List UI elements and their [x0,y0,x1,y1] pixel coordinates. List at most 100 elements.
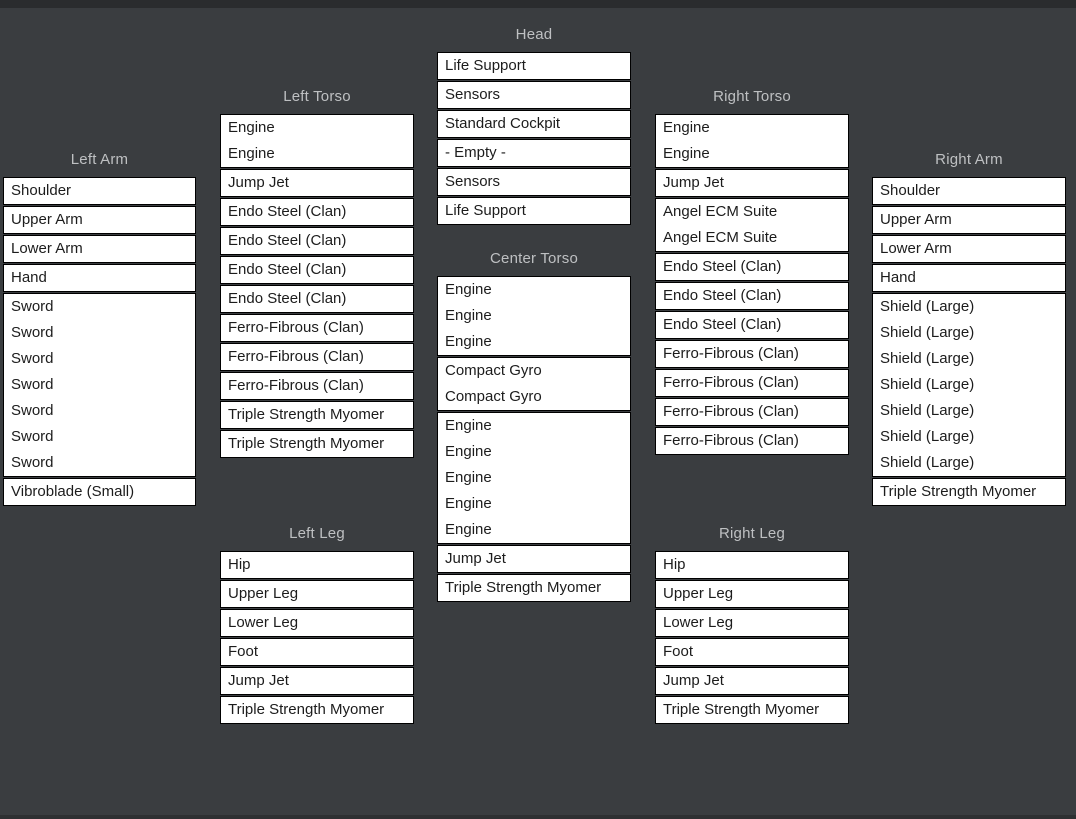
crit-slot[interactable]: Ferro-Fibrous (Clan) [663,374,799,391]
crit-slot[interactable]: Triple Strength Myomer [880,483,1037,500]
crit-slot[interactable]: Triple Strength Myomer [663,701,820,718]
crit-slot[interactable]: Jump Jet [663,174,724,191]
crit-slot[interactable]: Shield (Large) [880,454,975,471]
crit-slot[interactable]: Shield (Large) [880,428,975,445]
crit-slot-group: Shield (Large) Shield (Large) Shield (Larg… [872,293,1066,477]
crit-slot[interactable]: Sword [11,350,54,367]
crit-slot[interactable]: Triple Strength Myomer [228,435,385,452]
crit-slot[interactable]: Engine [445,521,492,538]
crit-slot[interactable]: Jump Jet [663,672,724,689]
crit-slot[interactable]: Foot [228,643,259,660]
crit-slot[interactable]: Engine [445,417,492,434]
crit-slot[interactable]: Engine [663,145,710,162]
crit-slot[interactable]: Triple Strength Myomer [445,579,602,596]
crit-slot[interactable]: Angel ECM Suite [663,229,778,246]
crit-slot[interactable]: Sword [11,428,54,445]
crit-slot[interactable]: Endo Steel (Clan) [228,203,347,220]
crit-slot[interactable]: Lower Arm [880,240,952,257]
crit-slot[interactable]: Vibroblade (Small) [11,483,135,500]
crit-slot[interactable]: Shield (Large) [880,298,975,315]
crit-slot[interactable]: Life Support [445,202,526,219]
crit-slot[interactable]: Engine [445,333,492,350]
crit-slot[interactable]: Hand [11,269,47,286]
crit-slot[interactable]: Shield (Large) [880,350,975,367]
crit-slot[interactable]: Endo Steel (Clan) [228,290,347,307]
crit-slot-group: Endo Steel (Clan) [220,227,414,255]
crit-slot[interactable]: Angel ECM Suite [663,203,778,220]
crit-slot[interactable]: Lower Leg [663,614,734,631]
crit-slot[interactable]: Compact Gyro [445,388,542,405]
crit-slot[interactable]: Endo Steel (Clan) [663,316,782,333]
crit-slot[interactable]: Upper Arm [11,211,83,228]
crit-slot[interactable]: Life Support [445,57,526,74]
crit-slot[interactable]: Shield (Large) [880,376,975,393]
crit-slot-group: Ferro-Fibrous (Clan) [655,369,849,397]
crit-slot[interactable]: Upper Leg [663,585,734,602]
location-label: Left Leg [289,524,345,542]
crit-slot[interactable]: Engine [445,495,492,512]
crit-slot[interactable]: Triple Strength Myomer [228,406,385,423]
crit-slot[interactable]: Ferro-Fibrous (Clan) [663,403,799,420]
crit-slot[interactable]: Upper Leg [228,585,299,602]
crit-slot[interactable]: Sword [11,324,54,341]
crit-slot[interactable]: Engine [445,469,492,486]
crit-slot[interactable]: Ferro-Fibrous (Clan) [663,432,799,449]
crit-slot[interactable]: Foot [663,643,694,660]
crit-slot[interactable]: Endo Steel (Clan) [663,258,782,275]
crit-slot-group: Upper Arm [872,206,1066,234]
crit-slot-group: Sensors [437,81,631,109]
crit-slot-group: Ferro-Fibrous (Clan) [220,314,414,342]
crit-slot[interactable]: Shield (Large) [880,324,975,341]
crit-slot-group: Endo Steel (Clan) [655,311,849,339]
crit-slot[interactable]: Triple Strength Myomer [228,701,385,718]
crit-slot[interactable]: Engine [445,281,492,298]
crit-slot[interactable]: Compact Gyro [445,362,542,379]
crit-slot[interactable]: Engine [228,119,275,136]
crit-slot[interactable]: Shield (Large) [880,402,975,419]
location-label: Head [515,25,553,43]
crit-slot[interactable]: Lower Arm [11,240,83,257]
crit-slot[interactable]: Jump Jet [445,550,506,567]
crit-slot-group: Endo Steel (Clan) [220,285,414,313]
crit-slot[interactable]: Engine [663,119,710,136]
crit-slot[interactable]: Sensors [445,86,501,103]
crit-slot[interactable]: Endo Steel (Clan) [228,232,347,249]
crit-slot[interactable]: Sword [11,402,54,419]
crit-slot[interactable]: Sword [11,454,54,471]
crit-slot[interactable]: Engine [228,145,275,162]
crit-slot[interactable]: Ferro-Fibrous (Clan) [228,319,364,336]
crit-slot[interactable]: Endo Steel (Clan) [228,261,347,278]
crit-slot[interactable]: Endo Steel (Clan) [663,287,782,304]
crit-slot[interactable]: Shoulder [11,182,72,199]
crit-slot[interactable]: Engine [445,307,492,324]
crit-slot[interactable]: Lower Leg [228,614,299,631]
crit-slot[interactable]: Hip [228,556,251,573]
window-bottom-bar [0,815,1076,819]
crit-slot-group: Lower Leg [220,609,414,637]
crit-slot[interactable]: Hand [880,269,916,286]
crit-slot-group: Jump Jet [437,545,631,573]
crit-slot[interactable]: Hip [663,556,686,573]
crit-slot[interactable]: Standard Cockpit [445,115,561,132]
crit-slot[interactable]: - Empty - [445,144,506,161]
crit-slot[interactable]: Engine [445,443,492,460]
crit-slot[interactable]: Ferro-Fibrous (Clan) [663,345,799,362]
crit-slot[interactable]: Jump Jet [228,174,289,191]
crit-slot[interactable]: Sword [11,376,54,393]
crit-slot[interactable]: Sensors [445,173,501,190]
crit-slot[interactable]: Sword [11,298,54,315]
location-label: Right Arm [935,150,1003,168]
crit-slot[interactable]: Jump Jet [228,672,289,689]
crit-slot-group: Triple Strength Myomer [220,401,414,429]
crit-slot[interactable]: Ferro-Fibrous (Clan) [228,377,364,394]
crit-slot[interactable]: Shoulder [880,182,941,199]
crit-slot[interactable]: Ferro-Fibrous (Clan) [228,348,364,365]
crit-slot[interactable]: Upper Arm [880,211,952,228]
